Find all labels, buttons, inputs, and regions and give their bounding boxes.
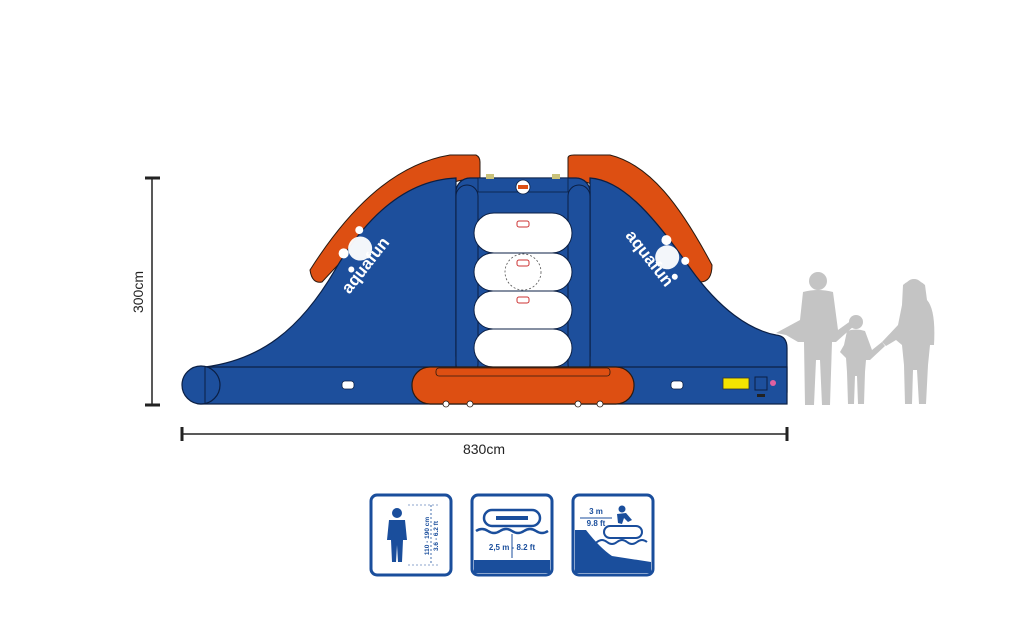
- water-depth-icon: 2,5 m - 8.2 ft: [470, 493, 554, 577]
- user-height-icon: 110 - 190 cm 3.6 - 6.2 ft: [369, 493, 453, 577]
- right-slide-body: [589, 177, 788, 393]
- left-slide-body: [204, 177, 457, 393]
- height-label: 300cm: [130, 271, 146, 313]
- info-label: [722, 377, 750, 390]
- height-range-cm: 110 - 190 cm: [424, 517, 431, 556]
- width-label: 830cm: [463, 441, 505, 457]
- woman-silhouette: [882, 279, 935, 404]
- climbing-steps: [473, 212, 573, 368]
- jump-clearance-icon: 3 m 9.8 ft: [571, 493, 655, 577]
- inflatable-slide: aquafun aquafun: [181, 154, 788, 408]
- pump-port: [754, 376, 768, 391]
- family-silhouettes: [776, 272, 935, 405]
- height-dimension: 300cm: [130, 176, 160, 407]
- width-dimension: 830cm: [180, 427, 789, 457]
- base-tube-end: [181, 365, 221, 405]
- depth-label: 2,5 m - 8.2 ft: [489, 543, 536, 552]
- child-silhouette: [840, 315, 885, 404]
- man-silhouette: [776, 272, 854, 405]
- platform-valves: [442, 400, 604, 408]
- jump-ft: 9.8 ft: [587, 519, 606, 528]
- jump-m: 3 m: [589, 507, 603, 516]
- height-range-ft: 3.6 - 6.2 ft: [433, 520, 440, 551]
- handle-markers: [486, 174, 560, 304]
